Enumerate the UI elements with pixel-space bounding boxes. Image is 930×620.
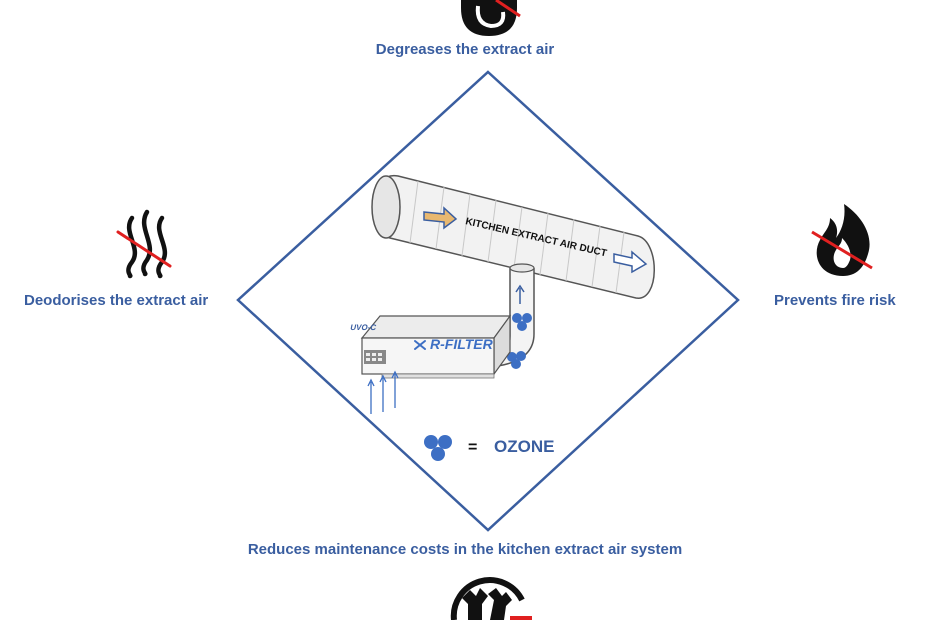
connecting-pipe [495,263,535,369]
fan-icon [414,340,426,350]
ozone-molecule-icon [424,435,452,461]
ozone-legend: = OZONE [424,435,554,461]
grease-drop-crossed-icon [461,0,521,36]
extract-air-duct: KITCHEN EXTRACT AIR DUCT [371,175,655,299]
odor-waves-crossed-icon [116,209,172,279]
r-filter-unit: UVO-C R-FILTER [349,314,512,379]
benefit-degreases: Degreases the extract air [375,41,555,58]
tools-crossed-icon [450,577,532,620]
unit-brand-label: R-FILTER [430,336,494,352]
legend-equals: = [468,439,477,456]
unit-model-label: UVO-C [349,323,377,332]
benefit-maintenance: Reduces maintenance costs in the kitchen… [247,541,683,558]
benefit-diamond [236,70,740,532]
benefit-deodorises: Deodorises the extract air [24,292,209,309]
benefit-fire-risk: Prevents fire risk [774,292,896,309]
legend-ozone-label: OZONE [494,437,554,456]
intake-air-arrows [367,370,399,414]
flame-crossed-icon [811,204,873,276]
